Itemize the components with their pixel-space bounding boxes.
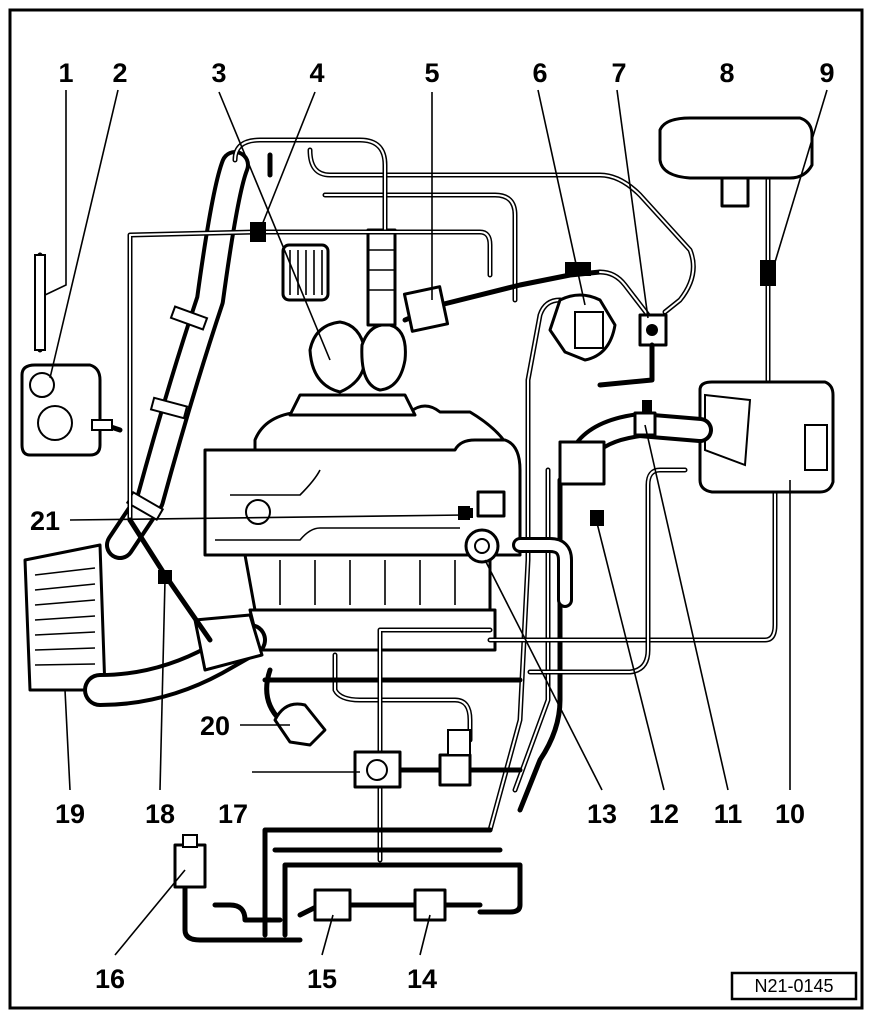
callout-20: 20 [200, 711, 230, 741]
turbo-housing-right [360, 323, 407, 392]
oil-sump [243, 553, 492, 612]
engine-assembly [203, 404, 522, 652]
reference-code: N21-0145 [754, 976, 833, 996]
callout-9: 9 [819, 58, 834, 88]
component-9-inline-valve [760, 260, 776, 286]
callout-1: 1 [58, 58, 73, 88]
component-7-check-valve [597, 313, 668, 388]
callout-16: 16 [95, 964, 125, 994]
component-10-air-filter [698, 380, 835, 494]
callout-6: 6 [532, 58, 547, 88]
component-1-dipstick [34, 254, 46, 351]
intake-boot [193, 613, 264, 672]
charge-air-pipe [105, 150, 250, 560]
callout-18: 18 [145, 799, 175, 829]
callout-13: 13 [587, 799, 617, 829]
component-16-canister [173, 834, 207, 889]
callout-12: 12 [649, 799, 679, 829]
component-21-target [458, 506, 470, 520]
callout-10: 10 [775, 799, 805, 829]
leader-lines [44, 89, 828, 956]
callout-5: 5 [424, 58, 439, 88]
callout-21: 21 [30, 506, 60, 536]
callout-labels: 1 2 3 4 5 6 7 8 9 10 11 12 13 14 15 16 1… [30, 58, 835, 994]
component-20-thermostat [273, 702, 327, 747]
reference-code-badge: N21-0145 [730, 971, 858, 1001]
component-4-fitting [250, 222, 266, 242]
component-18-fitting [127, 517, 213, 643]
callout-8: 8 [719, 58, 734, 88]
callout-4: 4 [309, 58, 324, 88]
diagram-frame [8, 8, 864, 1010]
component-6-solenoid [548, 262, 617, 362]
component-2-reservoir [20, 363, 113, 457]
callout-11: 11 [714, 799, 743, 829]
component-5-valve [402, 285, 450, 333]
component-12-solenoid [558, 440, 606, 526]
callout-2: 2 [112, 58, 127, 88]
callout-3: 3 [211, 58, 226, 88]
intercooler [23, 543, 267, 707]
component-15-valve [313, 888, 352, 922]
callout-17: 17 [218, 799, 248, 829]
callout-19: 19 [55, 799, 85, 829]
turbo-outlet-pipe [366, 228, 397, 327]
turbocharger-assembly [281, 228, 417, 417]
callout-15: 15 [307, 964, 337, 994]
callout-7: 7 [611, 58, 626, 88]
engine-block [203, 438, 522, 557]
component-17-sensor [353, 729, 472, 789]
callout-14: 14 [407, 964, 437, 994]
component-8-brake-booster [658, 116, 814, 208]
component-13-pipe-elbow [512, 537, 573, 608]
exhaust-manifold [288, 393, 417, 417]
